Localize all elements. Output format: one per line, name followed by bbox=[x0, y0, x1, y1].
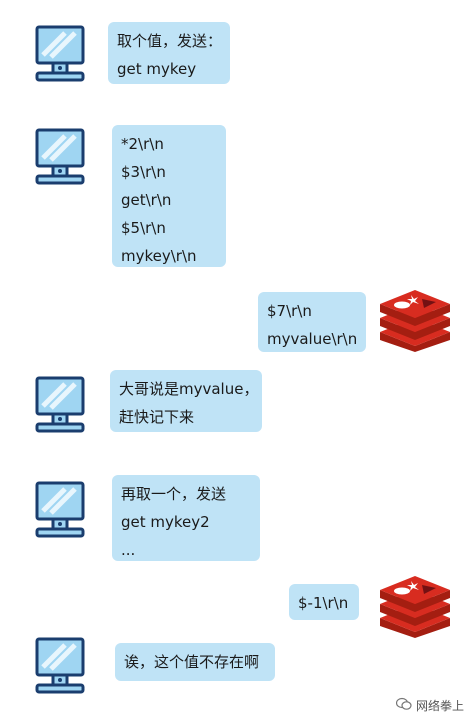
chat-bubble: 大哥说是myvalue， 赶快记下来 bbox=[110, 370, 262, 432]
computer-monitor-icon bbox=[35, 128, 85, 186]
computer-monitor-icon bbox=[35, 637, 85, 695]
message-line: get\r\n bbox=[121, 191, 172, 209]
chat-bubble: 诶，这个值不存在啊 bbox=[115, 643, 275, 681]
message-line: $7\r\n bbox=[267, 302, 312, 320]
computer-monitor-icon bbox=[35, 376, 85, 434]
message-line: myvalue\r\n bbox=[267, 330, 358, 348]
watermark-text: 网络拳上 bbox=[415, 699, 464, 713]
message-line: 再取一个，发送 bbox=[121, 485, 227, 503]
redis-logo-icon bbox=[378, 288, 452, 352]
message-line: 诶，这个值不存在啊 bbox=[124, 653, 260, 671]
message-line: mykey\r\n bbox=[121, 247, 197, 265]
message-line: 取个值，发送： bbox=[117, 32, 223, 50]
chat-bubble: *2\r\n $3\r\n get\r\n $5\r\n mykey\r\n bbox=[112, 125, 226, 267]
computer-monitor-icon bbox=[35, 25, 85, 83]
message-line: $5\r\n bbox=[121, 219, 166, 237]
chat-bubble: 再取一个，发送 get mykey2 ... bbox=[112, 475, 260, 561]
chat-bubble: 取个值，发送： get mykey bbox=[108, 22, 230, 84]
message-line: 赶快记下来 bbox=[119, 408, 195, 426]
watermark: 网络拳上 bbox=[395, 697, 464, 714]
message-line: *2\r\n bbox=[121, 135, 164, 153]
computer-monitor-icon bbox=[35, 481, 85, 539]
chat-bubble: $7\r\n myvalue\r\n bbox=[258, 292, 366, 352]
message-line: get mykey bbox=[117, 60, 197, 78]
message-line: $3\r\n bbox=[121, 163, 166, 181]
message-line: get mykey2 bbox=[121, 513, 210, 531]
message-line: 大哥说是myvalue， bbox=[119, 380, 259, 398]
chat-bubble: $-1\r\n bbox=[289, 584, 359, 620]
wechat-icon bbox=[395, 697, 412, 714]
message-line: ... bbox=[121, 541, 136, 559]
message-line: $-1\r\n bbox=[298, 594, 349, 612]
redis-logo-icon bbox=[378, 574, 452, 638]
